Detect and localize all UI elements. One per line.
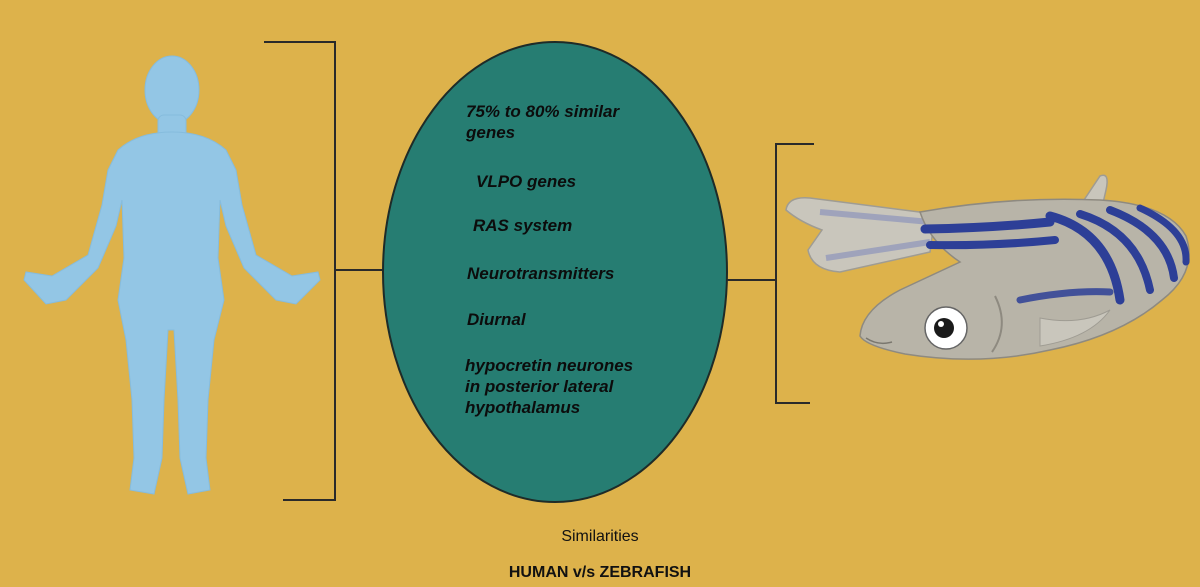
human-figure: [23, 55, 321, 495]
left-bracket: [264, 41, 383, 501]
similarity-ellipse: [382, 41, 728, 503]
similarity-item-neurotransmitters: Neurotransmitters: [467, 264, 615, 283]
similarity-item-ras: RAS system: [473, 216, 573, 235]
caption-title: HUMAN v/s ZEBRAFISH: [508, 564, 692, 581]
similarity-item-diurnal: Diurnal: [467, 310, 526, 329]
zebrafish: [785, 174, 1190, 360]
similarity-item-genes: 75% to 80% similar genes: [466, 102, 620, 142]
caption-similarities: Similarities: [561, 528, 639, 545]
right-bracket: [727, 143, 814, 404]
similarity-item-vlpo: VLPO genes: [476, 172, 577, 191]
similarity-item-hypocretin: hypocretin neurones in posterior lateral…: [465, 356, 634, 417]
